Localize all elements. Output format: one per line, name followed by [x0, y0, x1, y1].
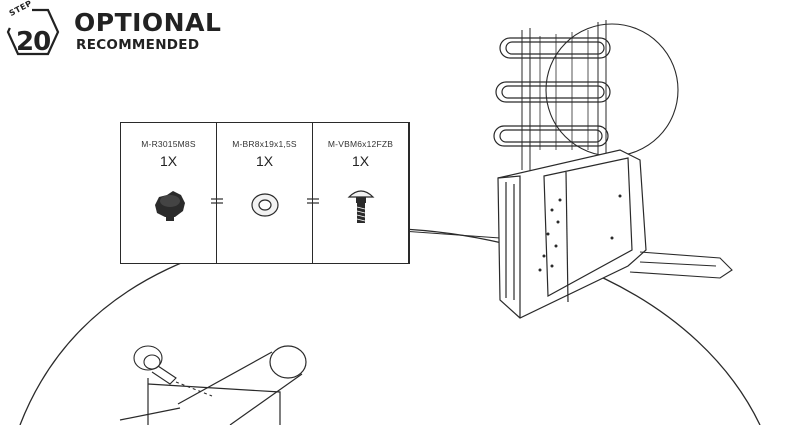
mounting-plate — [497, 149, 647, 319]
zoom-circle — [545, 23, 679, 157]
carriage-bolt-icon — [347, 190, 374, 223]
connector-icon — [211, 198, 223, 204]
part-quantity: 1X — [159, 153, 178, 169]
part-code: M-R3015M8S — [141, 139, 196, 149]
part-cell-bolt: M-VBM6x12FZB 1X — [313, 123, 409, 263]
part-code: M-BR8x19x1,5S — [232, 139, 297, 149]
part-quantity: 1X — [351, 153, 370, 169]
parts-list: M-R3015M8S 1X M-BR8x19x1,5S 1X M-VBM6x12… — [120, 122, 410, 264]
washer-icon — [250, 193, 279, 217]
detail-tube — [119, 345, 307, 425]
floor-rail — [629, 251, 733, 279]
page-title: OPTIONAL — [74, 8, 222, 37]
page-subtitle: RECOMMENDED — [76, 37, 200, 53]
rack-frame — [493, 20, 611, 172]
star-knob-icon — [154, 191, 185, 221]
step-hexagon-icon — [6, 7, 60, 56]
part-quantity: 1X — [255, 153, 274, 169]
detail-knob — [133, 345, 213, 397]
step-badge: STEP 20 — [4, 0, 60, 58]
part-code: M-VBM6x12FZB — [327, 139, 394, 149]
part-cell-knob: M-R3015M8S 1X — [121, 123, 217, 263]
connector-icon — [307, 198, 319, 204]
part-cell-washer: M-BR8x19x1,5S 1X — [217, 123, 313, 263]
step-number: 20 — [16, 27, 51, 57]
